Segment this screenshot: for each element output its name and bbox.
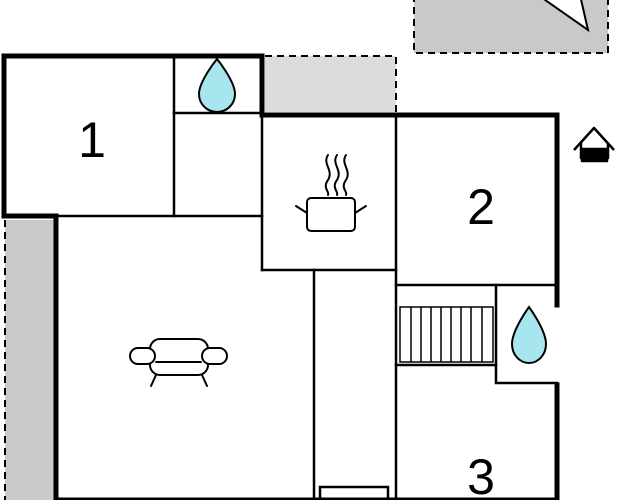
water-drop-icon xyxy=(197,57,237,114)
room-label-3: 3 xyxy=(467,449,495,500)
walls xyxy=(1,53,560,500)
north-arrow-icon xyxy=(543,0,590,33)
sofa-icon xyxy=(129,338,228,387)
house-entrance-icon xyxy=(573,126,615,163)
room-label-1: 1 xyxy=(78,112,106,168)
cooking-pot-icon xyxy=(295,154,367,232)
room-label-2: 2 xyxy=(467,179,495,235)
stairs-icon xyxy=(399,306,494,363)
terrace-left xyxy=(4,220,55,500)
terrace-top-middle xyxy=(265,55,397,112)
water-drop-icon xyxy=(510,305,548,365)
